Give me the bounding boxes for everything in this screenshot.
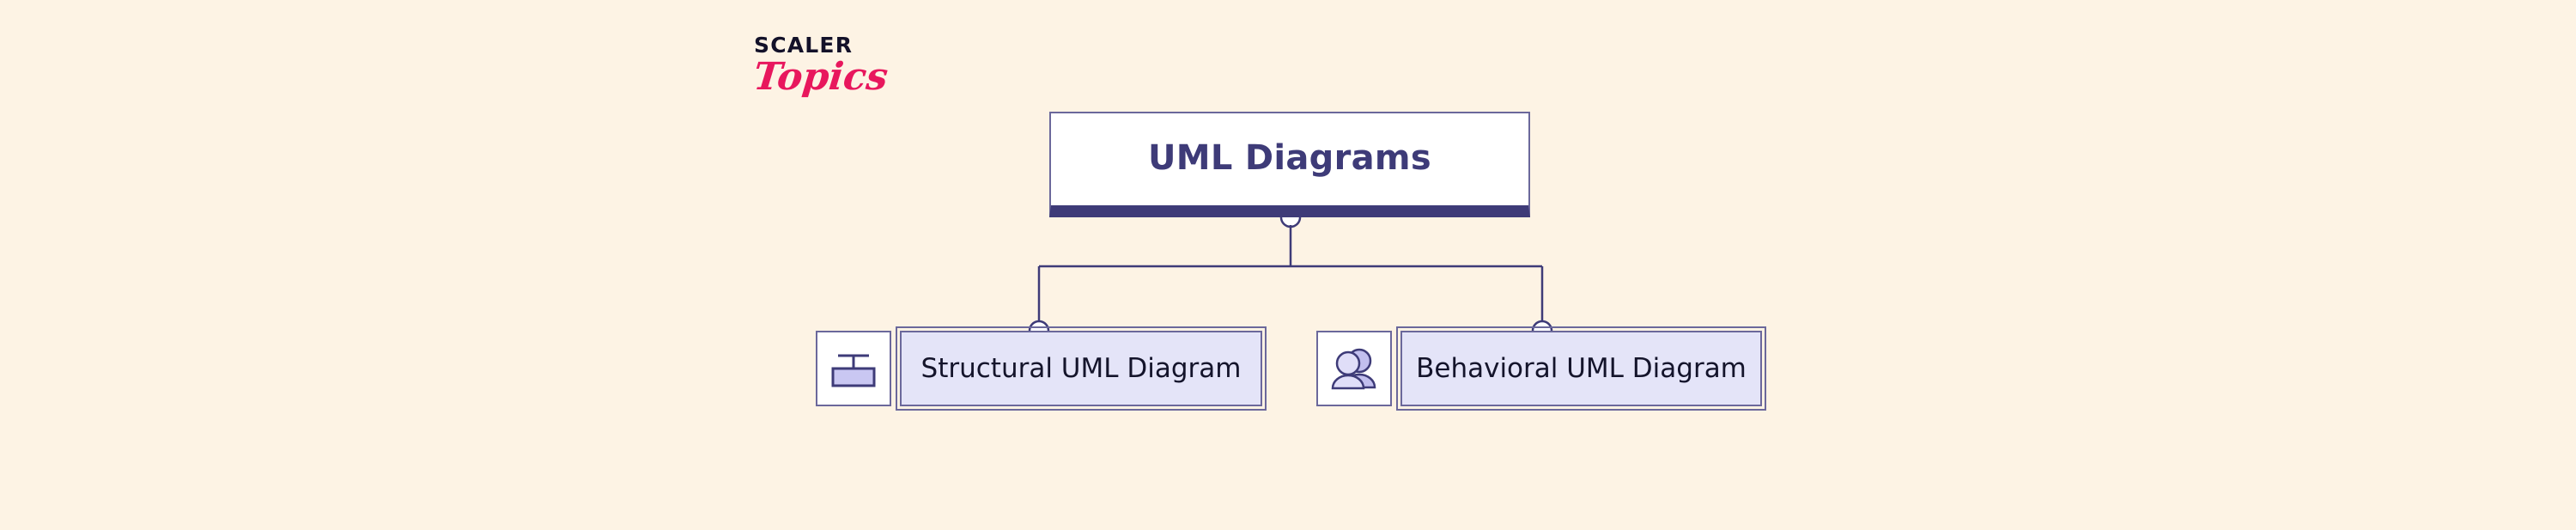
behavioral-label: Behavioral UML Diagram xyxy=(1416,353,1747,384)
scaler-topics-logo: SCALER Topics xyxy=(751,33,960,129)
node-behavioral-uml-diagram[interactable]: Behavioral UML Diagram xyxy=(1316,326,1766,411)
users-people-icon xyxy=(1331,348,1376,390)
connector-socket-behavioral xyxy=(1531,320,1553,332)
structural-label: Structural UML Diagram xyxy=(920,353,1242,384)
structural-icon-box xyxy=(816,331,891,406)
structural-label-box: Structural UML Diagram xyxy=(896,326,1267,411)
structural-component-icon xyxy=(831,354,876,387)
behavioral-label-box: Behavioral UML Diagram xyxy=(1396,326,1766,411)
behavioral-icon-box xyxy=(1316,331,1392,406)
connector-socket-structural xyxy=(1028,320,1050,332)
logo-primary-text: SCALER xyxy=(754,33,854,58)
root-node-uml-diagrams[interactable]: UML Diagrams xyxy=(1049,112,1530,217)
root-node-title: UML Diagrams xyxy=(1147,137,1432,178)
connector-socket-root xyxy=(1279,216,1302,228)
node-structural-uml-diagram[interactable]: Structural UML Diagram xyxy=(816,326,1267,411)
logo-secondary-text: Topics xyxy=(751,55,890,99)
